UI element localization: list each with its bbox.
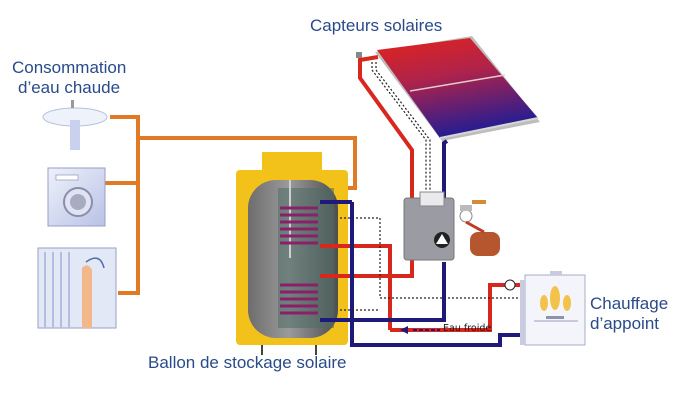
washbasin	[42, 100, 108, 150]
tank-pipes	[320, 200, 525, 347]
solar-collector	[356, 36, 540, 141]
shower	[37, 247, 117, 329]
cold-water-label: Eau froide	[443, 323, 492, 334]
lower-coil	[280, 283, 318, 315]
collector-pipes	[358, 55, 449, 200]
consumption-label-line2: d’eau chaude	[18, 78, 121, 97]
boiler-pump-icon	[504, 279, 516, 291]
washing-machine	[47, 167, 106, 227]
upper-coil	[280, 206, 318, 245]
storage-label: Ballon de stockage solaire	[148, 353, 347, 372]
storage-tank	[236, 152, 348, 355]
backup-boiler	[504, 271, 586, 346]
backup-label-line2: d’appoint	[590, 314, 660, 333]
pump-station	[403, 191, 455, 261]
backup-label-line1: Chauffage	[590, 294, 669, 313]
backup-heating-label: Chauffage d’appoint	[590, 294, 668, 334]
cold-water-arrow-icon	[400, 326, 408, 334]
expansion-vessel	[459, 200, 500, 256]
consumption-label-line1: Consommation	[12, 58, 127, 77]
air-vent-icon	[356, 52, 362, 58]
consumption-label: Consommation d’eau chaude	[12, 58, 126, 98]
collectors-label: Capteurs solaires	[310, 16, 443, 35]
